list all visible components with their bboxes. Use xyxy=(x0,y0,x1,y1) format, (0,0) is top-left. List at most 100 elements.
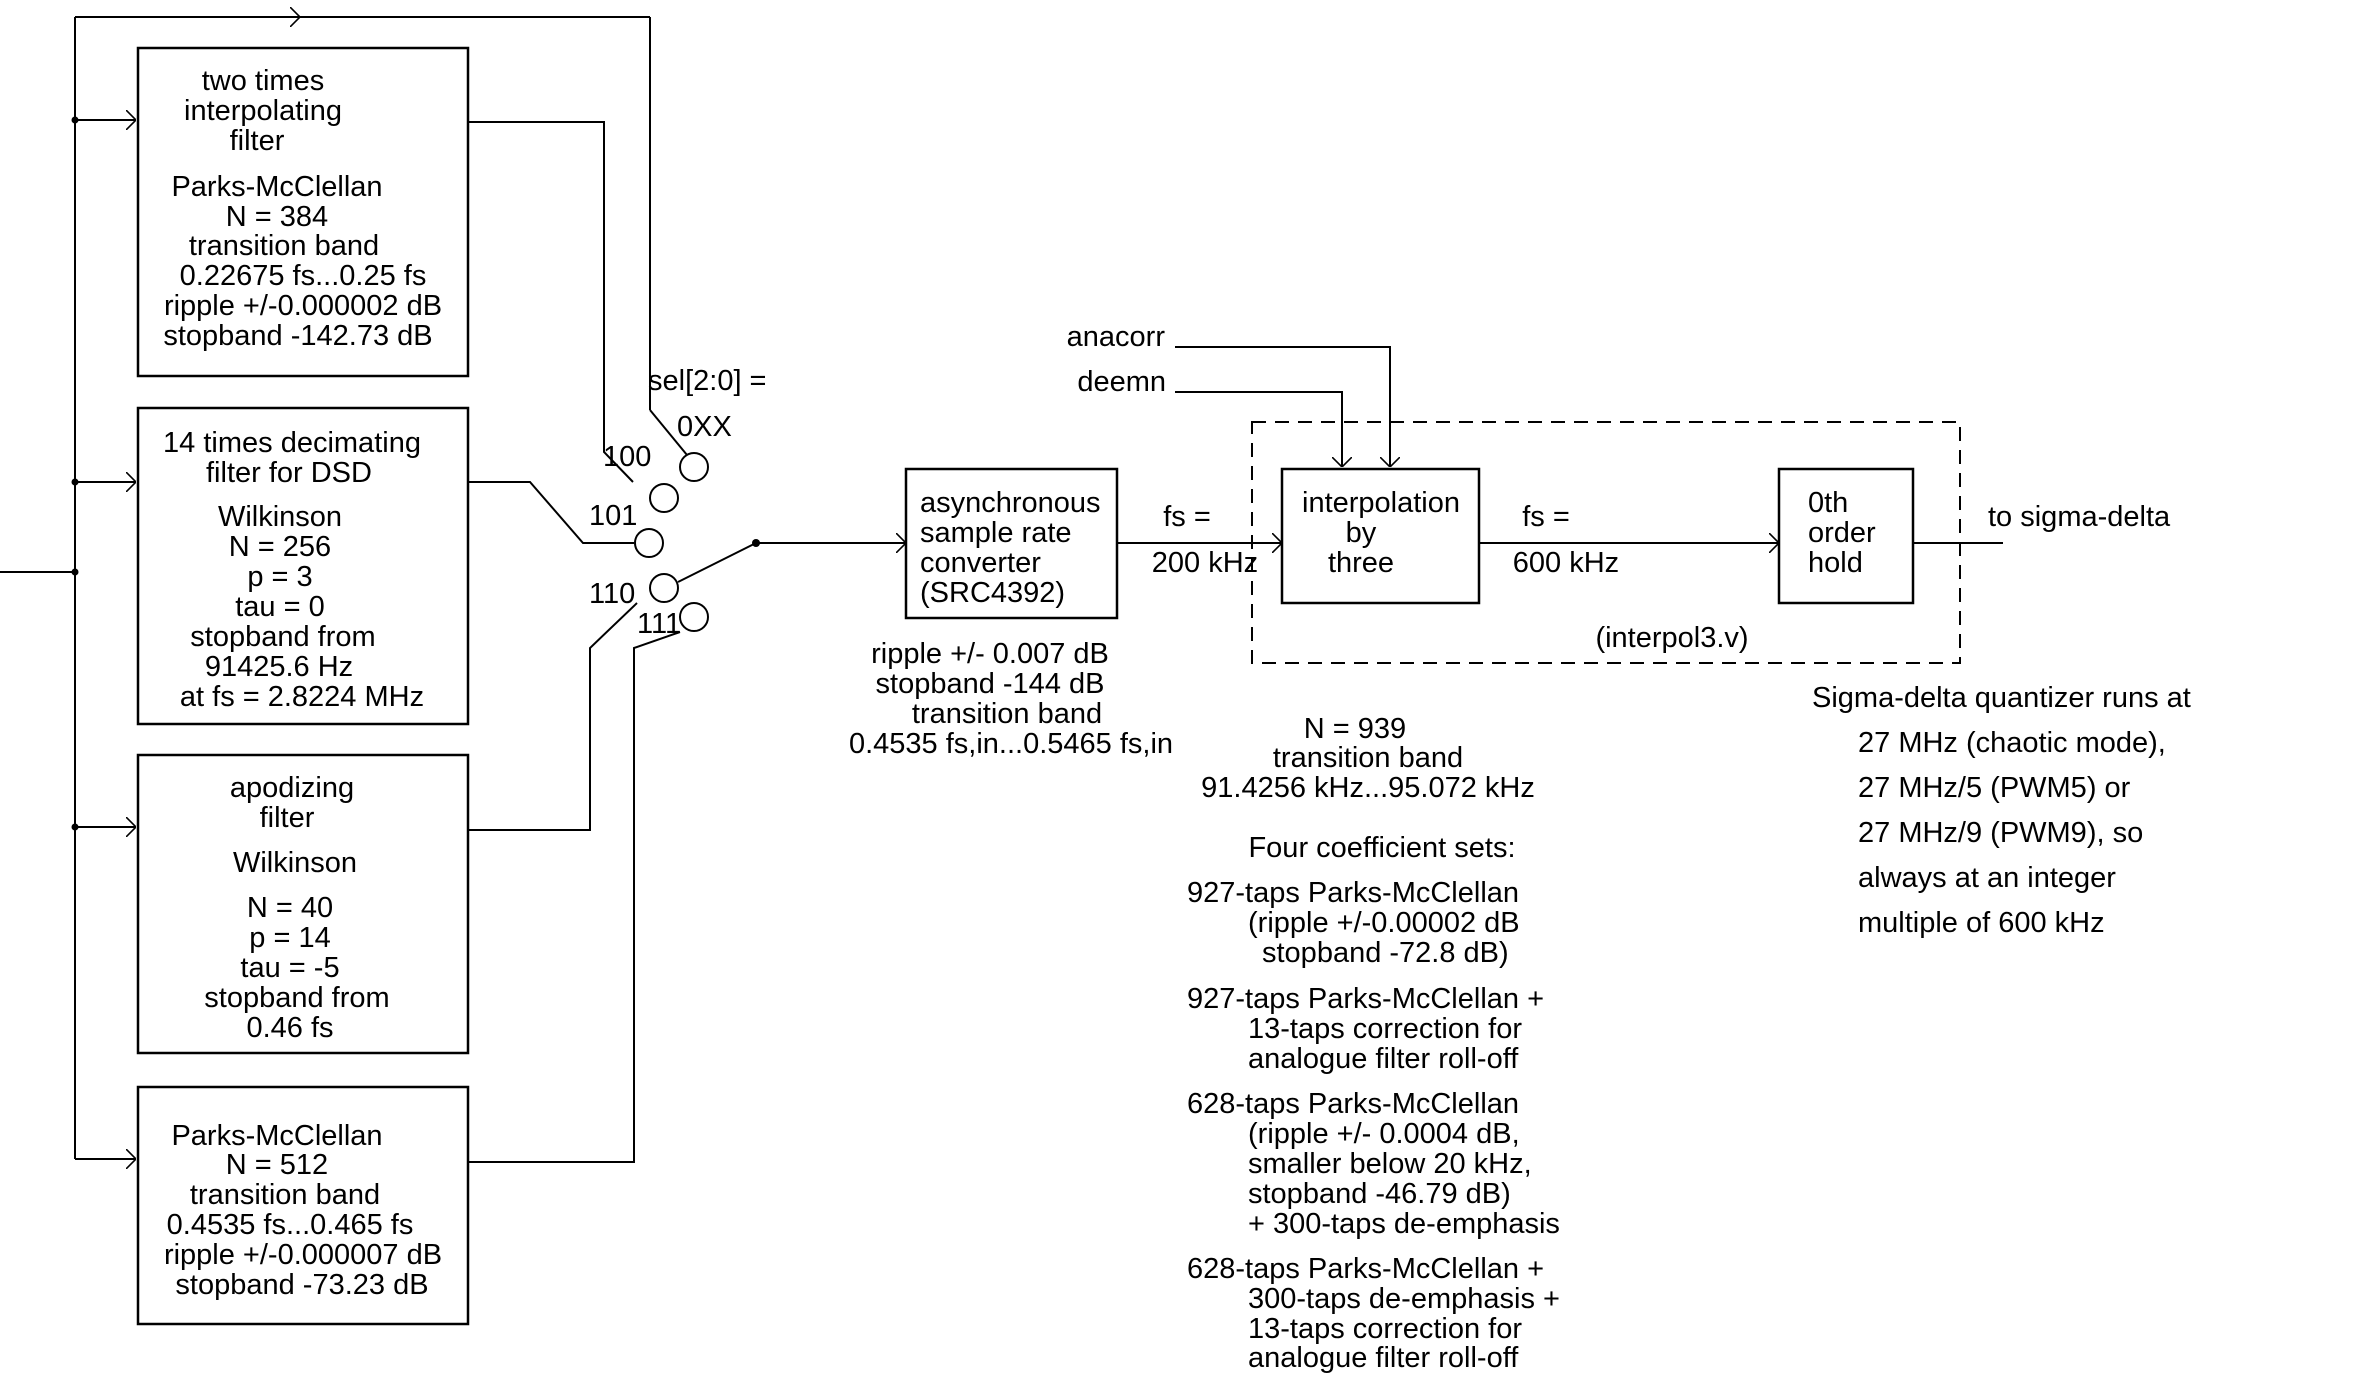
src-specifications: ripple +/- 0.007 dB stopband -144 dB tra… xyxy=(849,638,1173,760)
hold-text: hold xyxy=(1808,547,1863,579)
coefficient-text: 13-taps correction for xyxy=(1248,1313,1522,1345)
filter-text: stopband -142.73 dB xyxy=(163,320,432,352)
coefficient-text: analogue filter roll-off xyxy=(1248,1342,1519,1373)
filter-text: Parks-McClellan xyxy=(171,171,382,203)
filter-text: Wilkinson xyxy=(218,501,342,533)
filter-text: N = 384 xyxy=(226,201,328,233)
src-spec-text: transition band xyxy=(912,698,1102,730)
coefficient-text: (ripple +/- 0.0004 dB, xyxy=(1248,1118,1520,1150)
coefficient-set-1: 927-taps Parks-McClellan (ripple +/-0.00… xyxy=(1187,877,1520,969)
selector-label: sel[2:0] = xyxy=(648,365,767,397)
filter-text: filter for DSD xyxy=(206,457,372,489)
coefficient-text: 628-taps Parks-McClellan xyxy=(1187,1088,1519,1120)
filter-text: p = 14 xyxy=(249,922,330,954)
filter-text: 91425.6 Hz xyxy=(205,651,353,683)
filter-parks-mcclellan-512: Parks-McClellan N = 512 transition band … xyxy=(136,1085,470,1326)
filter-text: transition band xyxy=(189,230,379,262)
interpolator-spec-text: transition band xyxy=(1273,742,1463,774)
filter-text: 0.4535 fs...0.465 fs xyxy=(167,1209,414,1241)
filter-text: ripple +/-0.000002 dB xyxy=(164,290,442,322)
filter-text: tau = -5 xyxy=(240,952,339,984)
interpolator-text: three xyxy=(1328,547,1394,579)
filter-text: N = 40 xyxy=(247,892,333,924)
filter-text: two times xyxy=(202,65,324,97)
interpolator-spec-text: N = 939 xyxy=(1304,713,1406,745)
source-selector-switch: sel[2:0] = 0XX 100 101 110 111 xyxy=(589,365,767,640)
coefficient-text: stopband -72.8 dB) xyxy=(1262,937,1509,969)
filter-text: filter xyxy=(260,802,315,834)
selector-terminal-111 xyxy=(679,602,709,632)
filter-text: Parks-McClellan xyxy=(171,1120,382,1152)
sigma-delta-text: 27 MHz/5 (PWM5) or xyxy=(1858,772,2131,804)
coefficient-text: 300-taps de-emphasis + xyxy=(1248,1283,1560,1315)
filter-text: apodizing xyxy=(230,772,354,804)
selector-position-100: 100 xyxy=(603,441,651,473)
selector-position-0xx: 0XX xyxy=(677,411,732,443)
filter-text: 0.22675 fs...0.25 fs xyxy=(180,260,427,292)
input-bus xyxy=(0,17,651,1159)
sigma-delta-text: 27 MHz (chaotic mode), xyxy=(1858,727,2166,759)
src-text: converter xyxy=(920,547,1041,579)
src-text: sample rate xyxy=(920,517,1072,549)
src-spec-text: ripple +/- 0.007 dB xyxy=(871,638,1109,670)
output-label: to sigma-delta xyxy=(1988,501,2171,533)
src-spec-text: 0.4535 fs,in...0.5465 fs,in xyxy=(849,728,1173,760)
interpolator-spec-text: 91.4256 kHz...95.072 kHz xyxy=(1201,772,1535,804)
filter-text: ripple +/-0.000007 dB xyxy=(164,1239,442,1271)
coefficient-text: + 300-taps de-emphasis xyxy=(1248,1208,1560,1240)
src-text: (SRC4392) xyxy=(920,577,1065,609)
selector-position-101: 101 xyxy=(589,500,637,532)
coefficient-text: 927-taps Parks-McClellan xyxy=(1187,877,1519,909)
hold-text: order xyxy=(1808,517,1876,549)
filter-text: N = 512 xyxy=(226,1149,328,1181)
coefficient-text: (ripple +/-0.00002 dB xyxy=(1248,907,1520,939)
interpolation-by-three-block: interpolation by three xyxy=(1280,467,1481,605)
sigma-delta-note: Sigma-delta quantizer runs at 27 MHz (ch… xyxy=(1812,682,2191,939)
hold-text: 0th xyxy=(1808,487,1848,519)
src-text: asynchronous xyxy=(920,487,1101,519)
sigma-delta-text: 27 MHz/9 (PWM9), so xyxy=(1858,817,2143,849)
selector-terminal-101 xyxy=(634,528,664,558)
filter-text: 14 times decimating xyxy=(163,427,421,459)
filter-text: stopband from xyxy=(204,982,389,1014)
filter-text: stopband -73.23 dB xyxy=(175,1269,428,1301)
anacorr-signal-label: anacorr xyxy=(1067,321,1166,353)
filter-text: Wilkinson xyxy=(233,847,357,879)
filter-apodizing: apodizing filter Wilkinson N = 40 p = 14… xyxy=(136,753,470,1055)
coefficient-set-3: 628-taps Parks-McClellan (ripple +/- 0.0… xyxy=(1187,1088,1560,1240)
interpolator-text: interpolation xyxy=(1302,487,1460,519)
zero-order-hold-block: 0th order hold xyxy=(1777,467,1915,605)
coefficient-text: 628-taps Parks-McClellan + xyxy=(1187,1253,1544,1285)
sample-rate-label: fs = xyxy=(1522,501,1570,533)
interpolator-specifications: N = 939 transition band 91.4256 kHz...95… xyxy=(1201,713,1535,864)
src-asynchronous-sample-rate-converter: asynchronous sample rate converter (SRC4… xyxy=(904,467,1119,620)
selector-position-111: 111 xyxy=(637,608,681,640)
sigma-delta-text: Sigma-delta quantizer runs at xyxy=(1812,682,2191,714)
filter-two-times-interpolating: two times interpolating filter Parks-McC… xyxy=(136,46,470,378)
selector-position-110: 110 xyxy=(589,578,635,610)
sigma-delta-text: always at an integer xyxy=(1858,862,2116,894)
deemn-signal-label: deemn xyxy=(1077,366,1166,398)
filter-text: filter xyxy=(230,125,285,157)
filter-text: stopband from xyxy=(190,621,375,653)
filter-text: p = 3 xyxy=(247,561,312,593)
coefficient-set-4: 628-taps Parks-McClellan + 300-taps de-e… xyxy=(1187,1253,1560,1373)
src-spec-text: stopband -144 dB xyxy=(876,668,1105,700)
control-inputs: anacorr deemn xyxy=(1067,321,1390,467)
filter-text: 0.46 fs xyxy=(246,1012,333,1044)
coefficient-text: analogue filter roll-off xyxy=(1248,1043,1519,1075)
coefficient-sets-title: Four coefficient sets: xyxy=(1248,832,1515,864)
filter-dsd-decimating: 14 times decimating filter for DSD Wilki… xyxy=(136,406,470,726)
interpolator-text: by xyxy=(1346,517,1377,549)
sample-rate-label: fs = xyxy=(1163,501,1211,533)
filter-text: interpolating xyxy=(184,95,342,127)
filter-text: N = 256 xyxy=(229,531,331,563)
coefficient-text: 927-taps Parks-McClellan + xyxy=(1187,983,1544,1015)
coefficient-set-2: 927-taps Parks-McClellan + 13-taps corre… xyxy=(1187,983,1544,1075)
sample-rate-value: 200 kHz xyxy=(1152,547,1258,579)
selector-terminal-110 xyxy=(649,573,679,603)
filter-output-wires xyxy=(468,121,688,1163)
sigma-delta-text: multiple of 600 kHz xyxy=(1858,907,2105,939)
selector-terminal-0xx xyxy=(679,452,709,482)
